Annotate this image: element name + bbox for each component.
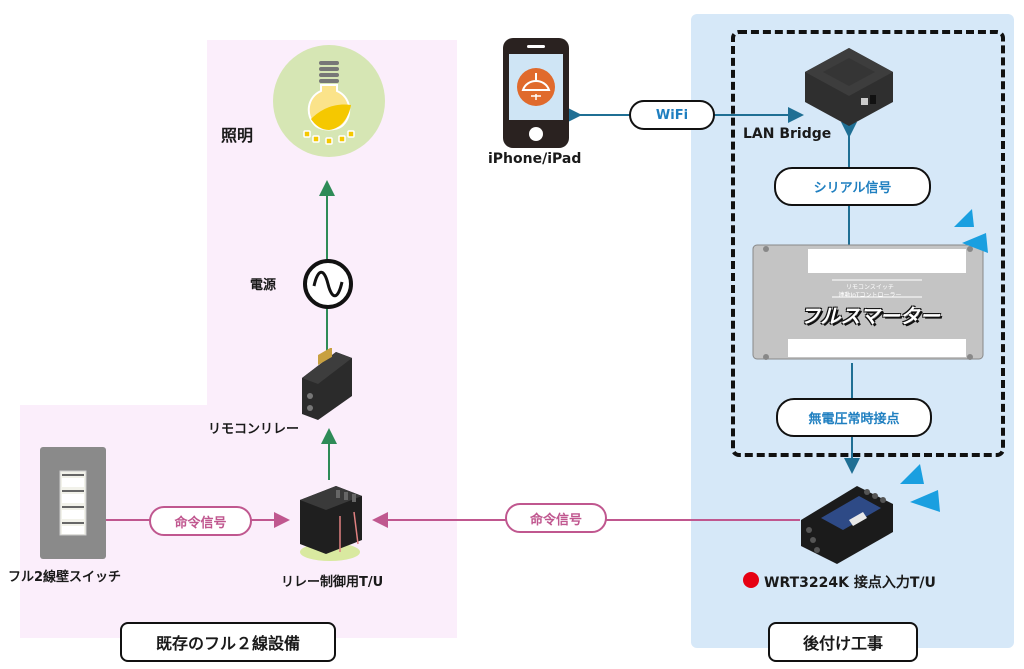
wifi-signal-pill: WiFi — [629, 100, 715, 130]
wrt-marker-dot — [743, 572, 759, 588]
retrofit-section-title: 後付け工事 — [768, 622, 918, 662]
controller-device-icon — [752, 237, 984, 367]
remote-relay-label: リモコンリレー — [208, 422, 300, 437]
controller-brand-label: フルスマーター — [800, 304, 940, 328]
contact-input-unit-icon — [797, 478, 897, 566]
relay-control-unit-icon — [292, 482, 374, 562]
light-bulb-icon — [273, 45, 385, 157]
lan-bridge-label: LAN Bridge — [743, 126, 832, 142]
lan-bridge-icon — [803, 46, 895, 128]
smartphone-icon — [503, 38, 569, 148]
ac-source-icon — [302, 258, 354, 310]
wireless-signal-icon-lower — [900, 464, 940, 512]
remote-relay-icon — [292, 346, 358, 424]
command-signal-pill-right: 命令信号 — [505, 503, 607, 533]
dry-contact-signal-pill: 無電圧常時接点 — [776, 398, 932, 437]
serial-signal-pill: シリアル信号 — [774, 167, 931, 206]
lighting-label: 照明 — [221, 126, 254, 145]
wrt-unit-label: WRT3224K 接点入力T/U — [764, 575, 936, 591]
power-label: 電源 — [250, 278, 277, 293]
controller-sublabel-1: リモコンスイッチ — [846, 284, 894, 291]
phone-label: iPhone/iPad — [488, 151, 582, 167]
controller-group-box — [731, 30, 1005, 457]
wireless-signal-icon-upper — [954, 209, 988, 253]
wall-switch-icon — [40, 447, 106, 559]
relay-control-unit-label: リレー制御用T/U — [281, 575, 384, 590]
command-signal-pill-left: 命令信号 — [149, 506, 252, 536]
existing-section-title: 既存のフル２線設備 — [120, 622, 336, 662]
wall-switch-label: フル2線壁スイッチ — [8, 570, 122, 585]
controller-sublabel-2: 連動IoTコントローラー — [838, 292, 902, 299]
